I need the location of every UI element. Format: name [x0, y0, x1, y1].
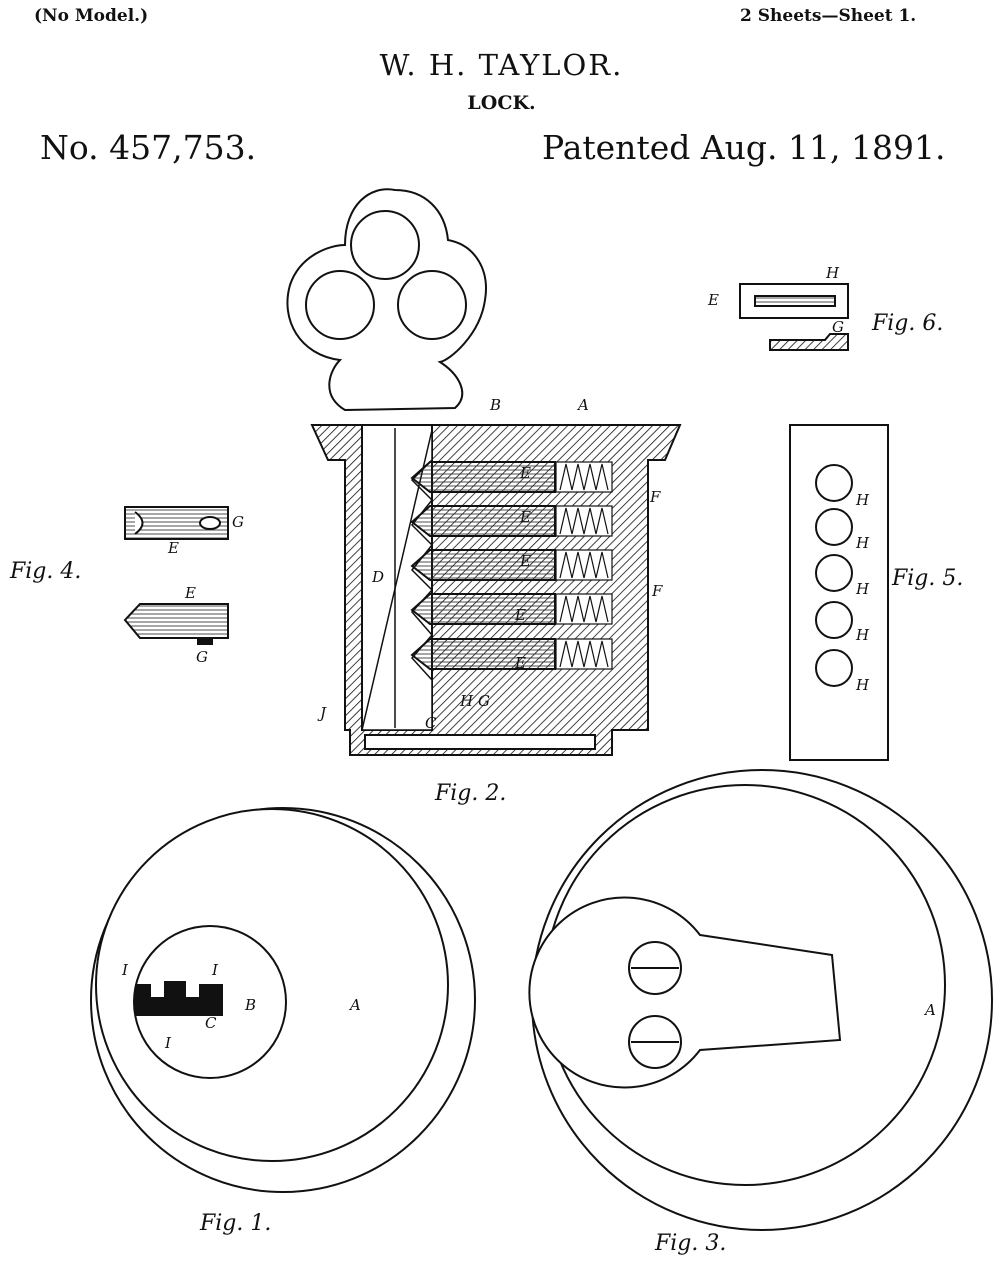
- label-e: E: [514, 654, 526, 672]
- figure-6: [739, 283, 849, 351]
- label-b: B: [489, 396, 501, 414]
- fig-4-caption: Fig. 4.: [9, 559, 81, 584]
- label-e: E: [519, 552, 531, 570]
- no-model-note: (No Model.): [34, 6, 149, 26]
- label-h: H: [459, 692, 474, 710]
- label-j: J: [317, 704, 327, 722]
- label-g: G: [232, 513, 244, 531]
- fig-2-caption: Fig. 2.: [434, 781, 506, 806]
- label-f: F: [649, 488, 661, 506]
- figure-5: [789, 424, 889, 761]
- patent-title: LOCK.: [467, 92, 536, 114]
- figure-3: [528, 769, 993, 1231]
- label-h: H: [855, 491, 870, 509]
- key-bow-hole: [305, 270, 375, 340]
- label-f: F: [651, 582, 663, 600]
- fig-3-caption: Fig. 3.: [654, 1231, 726, 1256]
- label-i: I: [164, 1034, 172, 1052]
- springs: [555, 461, 613, 670]
- patent-number: No. 457,753.: [40, 128, 257, 167]
- label-g: G: [196, 648, 208, 666]
- label-e: E: [519, 464, 531, 482]
- figure-2: [286, 188, 682, 756]
- tumbler-pins: [410, 461, 556, 670]
- label-i: I: [121, 961, 129, 979]
- label-g: G: [832, 318, 844, 336]
- inventor-name: W. H. TAYLOR.: [379, 48, 624, 82]
- label-g: G: [478, 692, 490, 710]
- figure-4: [123, 506, 229, 645]
- sheet-number: 2 Sheets—Sheet 1.: [740, 6, 917, 26]
- label-e: E: [707, 291, 719, 309]
- label-b: B: [244, 996, 256, 1014]
- label-e: E: [167, 539, 179, 557]
- label-c: C: [425, 714, 437, 732]
- label-h: H: [825, 264, 840, 282]
- patent-date: Patented Aug. 11, 1891.: [542, 128, 946, 167]
- label-a: A: [576, 396, 589, 414]
- label-a: A: [923, 1001, 936, 1019]
- fig-5-caption: Fig. 5.: [891, 566, 963, 591]
- fig-6-caption: Fig. 6.: [871, 311, 943, 336]
- key-bow-hole: [350, 210, 420, 280]
- label-h: H: [855, 676, 870, 694]
- key-bow-hole: [397, 270, 467, 340]
- figure-2-labels: B A E E E E E F F D J C H G Fig. 2.: [317, 396, 663, 806]
- label-i: I: [211, 961, 219, 979]
- label-h: H: [855, 580, 870, 598]
- label-c: C: [205, 1014, 217, 1032]
- label-e: E: [514, 606, 526, 624]
- label-h: H: [855, 626, 870, 644]
- key-bow: [286, 188, 487, 412]
- label-e: E: [519, 508, 531, 526]
- label-d: D: [371, 568, 384, 586]
- label-a: A: [348, 996, 361, 1014]
- fig-1-caption: Fig. 1.: [199, 1211, 271, 1236]
- label-h: H: [855, 534, 870, 552]
- label-e: E: [184, 584, 196, 602]
- figure-1: [90, 807, 476, 1193]
